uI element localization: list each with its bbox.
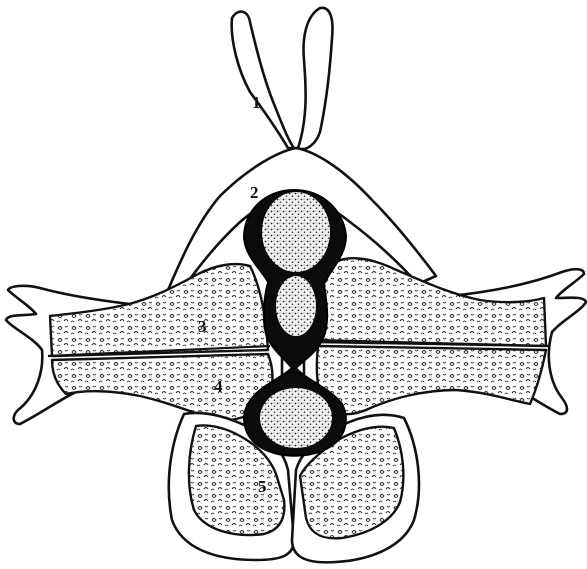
label-2: 2 [250, 183, 259, 202]
label-3: 3 [198, 317, 207, 336]
left-upper-process [232, 12, 294, 148]
label-5: 5 [258, 477, 267, 496]
left-lower-bone-block [52, 354, 272, 420]
spongy-bone-right [317, 258, 546, 414]
spongy-bone-left [50, 264, 272, 420]
upper-process-pair [232, 8, 333, 149]
upper-cord-core [262, 192, 330, 272]
right-upper-process [298, 8, 333, 149]
lower-cord-core [260, 388, 332, 448]
label-4: 4 [214, 377, 223, 396]
right-lower-bone-block [317, 346, 546, 414]
label-1: 1 [252, 93, 261, 112]
middle-cord-core [276, 276, 316, 336]
